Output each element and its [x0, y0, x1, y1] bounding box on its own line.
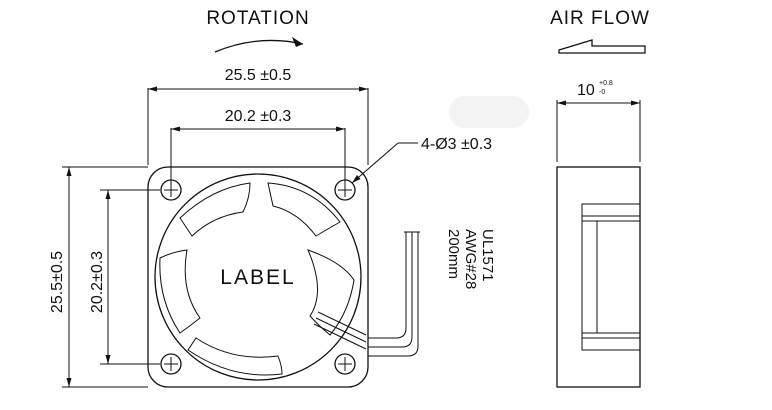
fan-front-view [147, 166, 369, 388]
cable-spec-line1: UL1571 [479, 229, 496, 282]
outer-width-dimension [147, 86, 369, 165]
mounting-hole-bottom-left [160, 353, 182, 375]
hole-spacing-height-dimension [100, 189, 160, 365]
mounting-hole-top-left [160, 179, 182, 201]
outer-height-label: 25.5±0.5 [49, 251, 66, 313]
fan-side-view [556, 166, 641, 388]
hole-spacing-width-label: 20.2 ±0.3 [225, 108, 292, 125]
air-flow-arrow-icon [558, 39, 646, 54]
thickness-dimension [556, 100, 641, 162]
rotation-heading: ROTATION [206, 8, 309, 29]
mounting-holes-label: 4-Ø3 ±0.3 [421, 136, 492, 153]
cable-spec-line2: AWG#28 [462, 229, 479, 289]
mounting-hole-top-right [334, 179, 356, 201]
cable-spec-line3: 200mm [445, 229, 462, 279]
thickness-minus-tolerance: -0 [599, 89, 605, 96]
mounting-holes-leader [351, 142, 418, 184]
thickness-label: 10 [577, 82, 595, 99]
hole-spacing-width-dimension [170, 126, 346, 186]
hole-spacing-height-label: 20.2±0.3 [89, 251, 106, 313]
air-flow-heading: AIR FLOW [550, 8, 650, 29]
rotation-arrow-icon [214, 37, 304, 53]
outer-width-label: 25.5 ±0.5 [225, 67, 292, 84]
mounting-hole-bottom-right [334, 353, 356, 375]
fan-label-text: LABEL [220, 266, 295, 289]
outer-height-dimension [62, 166, 148, 388]
thickness-plus-tolerance: +0.8 [599, 80, 613, 87]
background-smudge [449, 96, 529, 128]
cable-wires [368, 231, 420, 357]
